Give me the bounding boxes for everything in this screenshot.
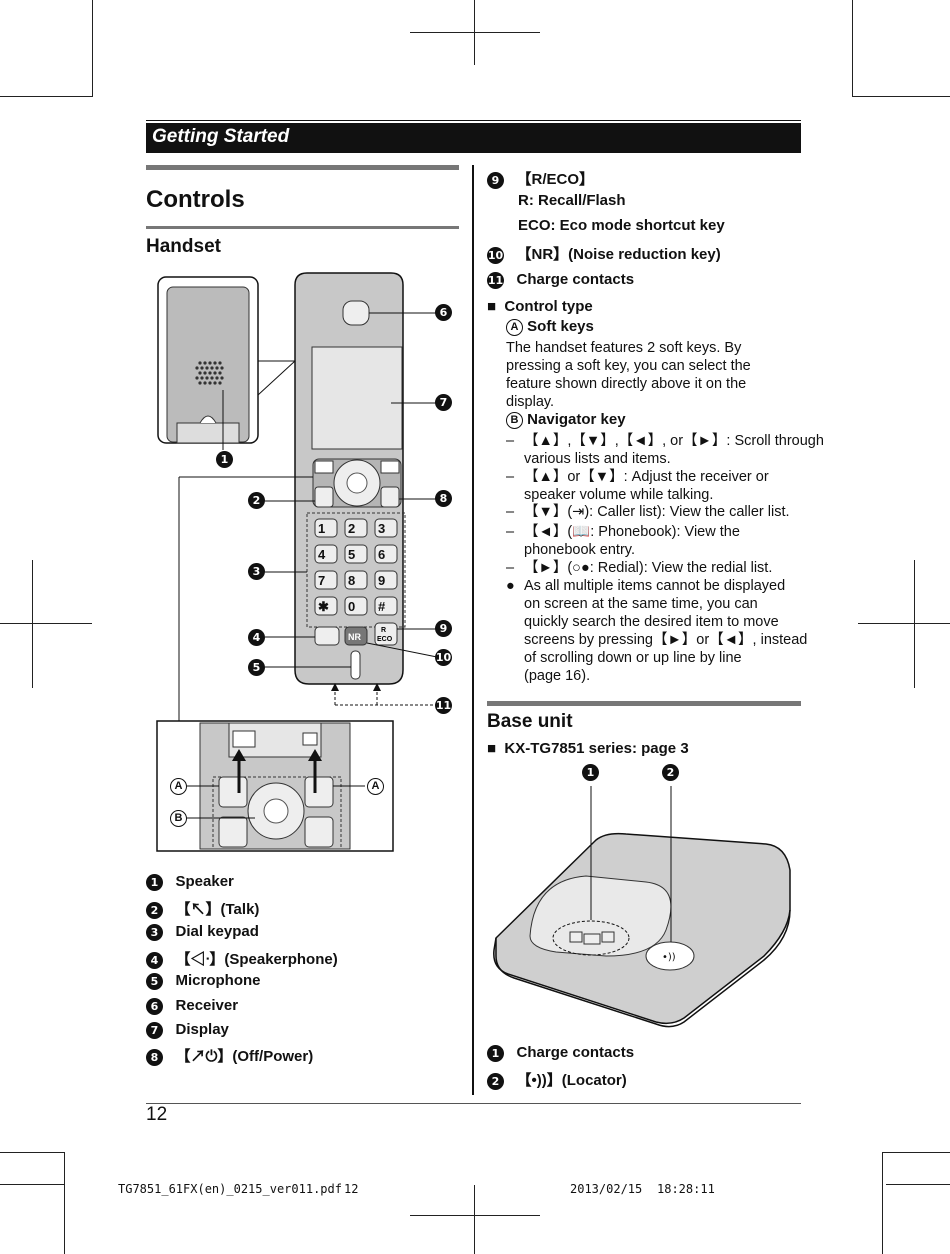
page-title: Controls (146, 186, 245, 213)
handset-item-off-power: 8 【↗⏻】(Off/Power) (146, 1045, 313, 1066)
svg-text:ECO: ECO (377, 636, 393, 643)
handset-item-speaker: 1 Speaker (146, 873, 234, 891)
svg-text:5: 5 (348, 547, 355, 562)
section-header-bar (146, 123, 801, 153)
controls-rule (146, 165, 459, 170)
crop-mark (410, 1215, 540, 1216)
crop-mark (0, 96, 93, 97)
note-text: As all multiple items cannot be displaye… (524, 578, 808, 684)
callout-11: 11 (435, 697, 452, 714)
base-item-charge-contacts: 1 Charge contacts (487, 1044, 634, 1062)
handset-heading: Handset (146, 236, 221, 257)
nav-item: – (506, 469, 515, 485)
nav-item-redial: 【►】(○●: Redial): View the redial list. (524, 560, 773, 576)
print-slug-file: TG7851_61FX(en)_0215_ver011.pdf (118, 1182, 342, 1196)
control-type-heading: ■ Control type (487, 298, 593, 315)
crop-mark (882, 1152, 950, 1153)
svg-text:•)): •)) (662, 952, 676, 963)
crop-mark (852, 96, 950, 97)
base-unit-heading: Base unit (487, 711, 573, 732)
crop-mark (32, 560, 33, 688)
crop-mark (0, 623, 92, 624)
svg-text:6: 6 (378, 547, 385, 562)
navigator-key-heading: B Navigator key (506, 411, 626, 429)
crop-mark (64, 1152, 65, 1254)
base-unit-illustration: •)) (493, 786, 791, 1028)
callout-2: 2 (248, 492, 265, 509)
item-eco-line: ECO: Eco mode shortcut key (518, 217, 725, 234)
closeup-tag-soft-right: A (367, 778, 384, 795)
item-recall-line: R: Recall/Flash (518, 192, 626, 209)
footer-rule (146, 1103, 801, 1104)
column-divider (472, 165, 474, 1095)
closeup-tag-soft-left: A (170, 778, 187, 795)
crop-mark (914, 560, 915, 688)
svg-text:4: 4 (318, 547, 326, 562)
series-heading: ■ KX-TG7851 series: page 3 (487, 740, 689, 757)
crop-mark (852, 0, 853, 97)
print-slug-time: 18:28:11 (657, 1182, 715, 1196)
callout-3: 3 (248, 563, 265, 580)
nav-item: – (506, 560, 515, 576)
svg-text:#: # (378, 599, 386, 614)
handset-item-microphone: 5 Microphone (146, 972, 261, 990)
svg-text:0: 0 (348, 599, 355, 614)
nav-item: – (506, 433, 515, 449)
svg-text:8: 8 (348, 573, 355, 588)
crop-mark (92, 0, 93, 97)
svg-text:✱: ✱ (318, 599, 329, 614)
svg-text:7: 7 (318, 573, 325, 588)
handset-item-display: 7 Display (146, 1021, 229, 1039)
page-number: 12 (146, 1104, 168, 1125)
base-unit-rule (487, 701, 801, 706)
closeup-tag-nav: B (170, 810, 187, 827)
callout-8: 8 (435, 490, 452, 507)
nav-item: – (506, 524, 515, 540)
item-charge-contacts: 11 Charge contacts (487, 271, 635, 289)
crop-mark (882, 1152, 883, 1254)
note-bullet: ● (506, 578, 515, 594)
base-callout-1: 1 (582, 764, 599, 781)
item-recall-eco: 9 【R/ECO】 (487, 168, 594, 189)
crop-mark (474, 1185, 475, 1254)
svg-text:2: 2 (348, 521, 355, 536)
crop-mark (0, 1152, 65, 1153)
handset-illustration: 1 2 3 4 5 6 7 8 9 ✱ 0 # NR R ECO (156, 272, 438, 852)
callout-4: 4 (248, 629, 265, 646)
svg-text:9: 9 (378, 573, 385, 588)
crop-mark (0, 1184, 65, 1185)
svg-text:1: 1 (318, 521, 325, 536)
svg-text:3: 3 (378, 521, 385, 536)
base-callout-2: 2 (662, 764, 679, 781)
section-title: Getting Started (152, 126, 290, 147)
base-item-locator: 2 【•))】(Locator) (487, 1069, 627, 1090)
callout-5: 5 (248, 659, 265, 676)
handset-rule (146, 226, 459, 229)
callout-7: 7 (435, 394, 452, 411)
nav-item: – (506, 504, 515, 520)
crop-mark (410, 32, 540, 33)
svg-text:R: R (381, 627, 386, 634)
callout-9: 9 (435, 620, 452, 637)
crop-mark (886, 1184, 950, 1185)
callout-6: 6 (435, 304, 452, 321)
print-slug-page: 12 (344, 1182, 359, 1196)
handset-item-talk: 2 【↖】(Talk) (146, 898, 259, 919)
svg-text:NR: NR (348, 632, 361, 642)
callout-10: 10 (435, 649, 452, 666)
crop-mark (858, 623, 950, 624)
handset-item-speakerphone: 4 【◁ᐧ】(Speakerphone) (146, 948, 338, 969)
print-slug-date: 2013/02/15 (570, 1182, 643, 1196)
handset-item-keypad: 3 Dial keypad (146, 923, 259, 941)
item-noise-reduction: 10 【NR】(Noise reduction key) (487, 246, 721, 264)
handset-item-receiver: 6 Receiver (146, 997, 238, 1015)
header-rule (146, 120, 801, 121)
callout-1: 1 (216, 451, 233, 468)
nav-item-caller-list: 【▼】(⇥): Caller list): View the caller li… (524, 504, 790, 520)
soft-keys-heading: A Soft keys (506, 318, 594, 336)
